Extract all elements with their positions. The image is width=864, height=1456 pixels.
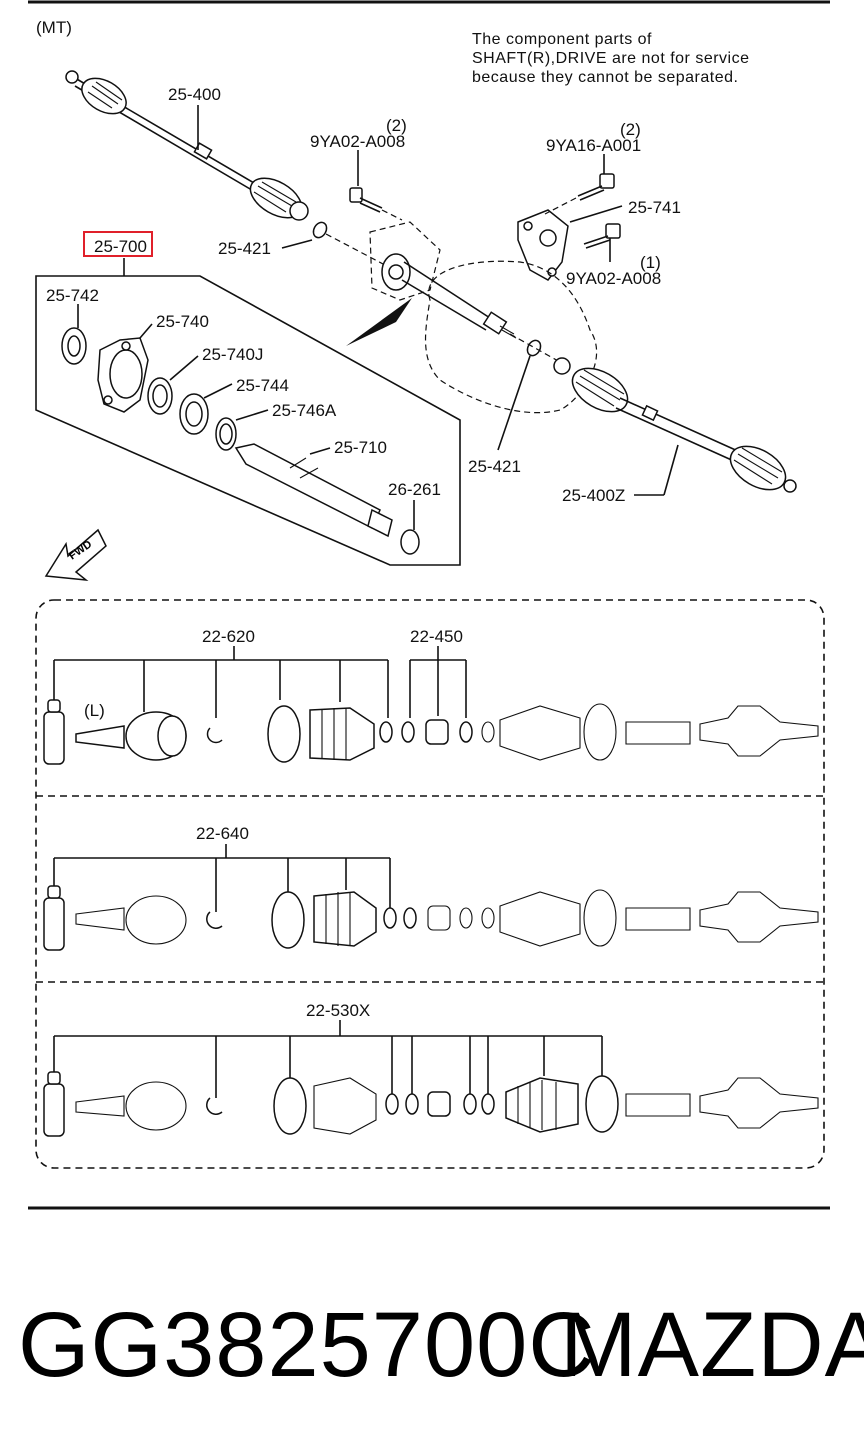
assembly-line-2 xyxy=(381,209,403,221)
leader-25-421-bottom xyxy=(497,355,531,451)
part-number: GG3825700C xyxy=(18,1294,596,1396)
footer: GG3825700C MAZDA xyxy=(0,1290,864,1400)
note-line-3: because they cannot be separated. xyxy=(472,69,738,86)
note-line-1: The component parts of xyxy=(472,31,652,48)
kit-label-22-450: 22-450 xyxy=(410,627,463,646)
callout-9ya16: 9YA16-A001 xyxy=(546,136,641,155)
bolt-9ya16 xyxy=(577,173,615,201)
seal-25-744 xyxy=(179,393,209,435)
callout-25-742: 25-742 xyxy=(46,286,99,305)
side-label-l: (L) xyxy=(84,701,105,720)
callout-25-400z: 25-400Z xyxy=(562,486,625,505)
callout-25-741: 25-741 xyxy=(628,198,681,217)
bolt-9ya02-right xyxy=(583,223,621,249)
qty-9ya02-top: (2) xyxy=(386,116,407,135)
intermediate-shaft xyxy=(381,253,517,339)
note-line-2: SHAFT(R),DRIVE are not for service xyxy=(472,50,750,67)
callout-25-710: 25-710 xyxy=(334,438,387,457)
bearing-25-740j xyxy=(147,377,173,415)
kit-22-530x: 22-530X xyxy=(43,1001,819,1137)
leader-25-741 xyxy=(569,205,623,223)
direction-wedge xyxy=(346,298,412,346)
oil-seal-25-742 xyxy=(61,327,87,365)
kit-label-22-530x: 22-530X xyxy=(306,1001,370,1020)
exploded-view-frame xyxy=(35,275,461,566)
callout-9ya02-top: 9YA02-A008 xyxy=(310,132,405,151)
callout-25-400: 25-400 xyxy=(168,85,221,104)
leader-25-400z xyxy=(663,444,679,496)
bolt-9ya02-top xyxy=(349,187,383,213)
variant-label: (MT) xyxy=(36,18,72,37)
callout-25-421-top: 25-421 xyxy=(218,239,271,258)
bracket-outline xyxy=(369,221,441,301)
qty-9ya02-right: (1) xyxy=(640,253,661,272)
circlip-25-421-bottom xyxy=(526,339,542,357)
kit-label-22-620: 22-620 xyxy=(202,627,255,646)
leader-25-740 xyxy=(139,323,153,339)
qty-9ya16: (2) xyxy=(620,120,641,139)
kit-22-620: 22-620 22-450 (L) xyxy=(43,627,819,765)
leader-25-710 xyxy=(309,447,331,455)
fwd-arrow-icon: FWD xyxy=(44,528,107,581)
assembly-line-3 xyxy=(544,197,577,215)
callout-25-744: 25-744 xyxy=(236,376,289,395)
service-note: The component parts of SHAFT(R),DRIVE ar… xyxy=(472,31,750,86)
drive-shaft-right xyxy=(553,357,797,493)
leader-25-421-top xyxy=(281,239,313,249)
callout-26-261: 26-261 xyxy=(388,480,441,499)
brand-name: MAZDA xyxy=(560,1294,864,1396)
bearing-support-25-741 xyxy=(517,209,569,281)
callout-25-421-bottom: 25-421 xyxy=(468,457,521,476)
drive-shaft-left xyxy=(65,70,309,221)
assembly-line-1 xyxy=(325,233,386,266)
callout-25-700: 25-700 xyxy=(94,237,147,256)
ring-26-261 xyxy=(400,529,420,555)
bearing-housing-25-740 xyxy=(97,337,149,413)
callout-9ya02-right: 9YA02-A008 xyxy=(566,269,661,288)
ring-25-746a xyxy=(215,417,237,451)
kit-22-640: 22-640 xyxy=(43,824,819,951)
callout-25-746a: 25-746A xyxy=(272,401,337,420)
leader-25-740j xyxy=(169,355,199,381)
circlip-25-421-top xyxy=(312,221,328,239)
leader-25-744 xyxy=(203,383,233,399)
parts-diagram: (MT) The component parts of SHAFT(R),DRI… xyxy=(28,0,830,1210)
callout-25-740j: 25-740J xyxy=(202,345,263,364)
leader-25-746a xyxy=(235,409,269,421)
joint-shaft-25-710 xyxy=(234,443,393,538)
highlight-box-25-700 xyxy=(83,231,153,257)
kit-label-22-640: 22-640 xyxy=(196,824,249,843)
kits-frame xyxy=(35,599,825,1169)
callout-25-740: 25-740 xyxy=(156,312,209,331)
